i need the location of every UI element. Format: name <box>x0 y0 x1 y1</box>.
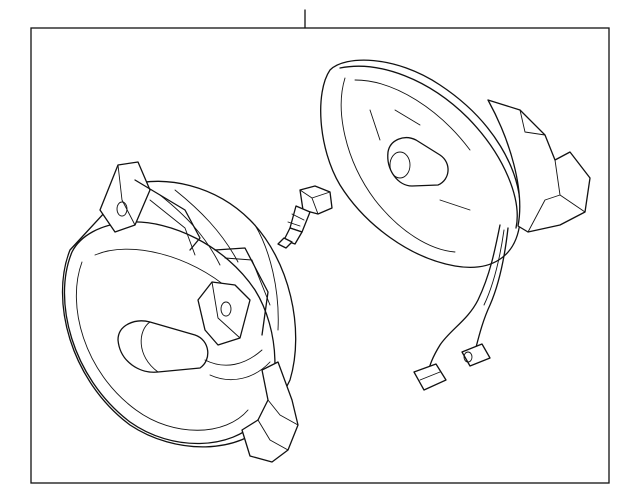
bulb-icon <box>277 185 333 249</box>
diagram-frame <box>30 27 610 484</box>
fog-lamp-rear-icon <box>320 59 591 391</box>
fog-lamp-front-icon <box>61 161 299 463</box>
